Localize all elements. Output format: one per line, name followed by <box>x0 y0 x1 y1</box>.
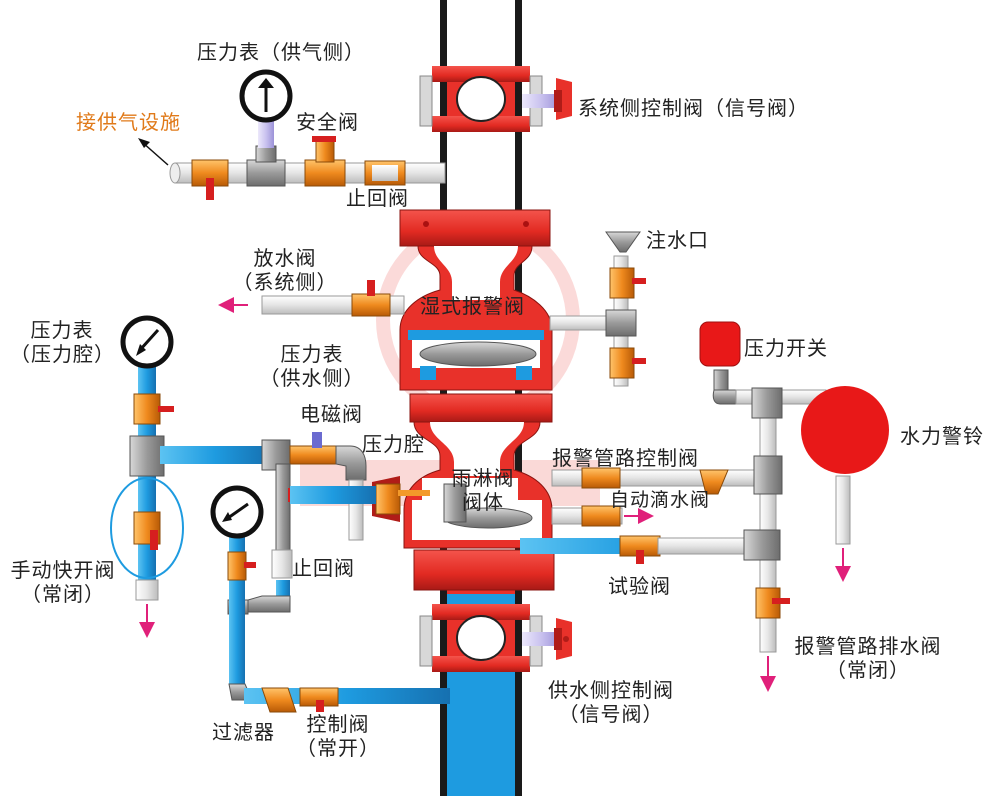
deluge-valve-body <box>403 421 555 591</box>
label-pressure-chamber: 压力腔 <box>362 432 425 456</box>
label-deluge-valve-line2: 阀体 <box>462 490 504 514</box>
wet-alarm-valve-body <box>399 209 553 423</box>
label-deluge-valve-line1: 雨淋阀 <box>451 466 515 490</box>
label-wet-alarm-valve: 湿式报警阀 <box>420 294 525 318</box>
label-control-valve-line2: （常开） <box>296 736 380 760</box>
label-alarm-line-drain: 报警管路排水阀 （常闭） <box>778 634 958 682</box>
label-manual-quick-open-line1: 手动快开阀 <box>10 558 116 582</box>
label-supply-side-control: 供水侧控制阀 （信号阀） <box>536 678 686 726</box>
arrow-icon <box>138 138 169 166</box>
label-safety-valve: 安全阀 <box>296 110 359 134</box>
label-connect-air-supply: 接供气设施 <box>76 110 181 134</box>
alarm-line <box>520 369 851 692</box>
left-control-loop <box>110 362 450 713</box>
label-test-valve: 试验阀 <box>608 574 671 598</box>
label-alarm-line-drain-line2: （常闭） <box>826 658 910 682</box>
label-gauge-supply-water-line1: 压力表 <box>280 342 344 366</box>
label-pressure-switch: 压力开关 <box>744 336 828 360</box>
label-drain-valve: 放水阀 （系统侧） <box>230 246 340 294</box>
bell-icon <box>801 386 889 474</box>
system-side-control-valve <box>419 66 572 132</box>
label-supply-side-control-line2: （信号阀） <box>558 702 664 726</box>
label-alarm-line-control-valve: 报警管路控制阀 <box>552 446 699 470</box>
label-gauge-supply-air: 压力表（供气侧） <box>197 40 365 64</box>
label-check-valve-top: 止回阀 <box>346 186 409 210</box>
label-manual-quick-open: 手动快开阀 （常闭） <box>0 558 126 606</box>
gauge-icon <box>239 69 293 123</box>
label-gauge-chamber-line1: 压力表 <box>30 318 94 342</box>
label-alarm-line-drain-line1: 报警管路排水阀 <box>794 634 942 658</box>
label-control-valve-line1: 控制阀 <box>306 712 370 736</box>
drain-valve-system-side <box>218 280 405 317</box>
label-gauge-chamber-line2: （压力腔） <box>10 342 115 366</box>
label-solenoid-valve: 电磁阀 <box>300 402 363 426</box>
handwheel-icon <box>563 636 569 642</box>
label-drain-valve-line2: （系统侧） <box>232 270 338 294</box>
label-water-inlet: 注水口 <box>646 228 709 252</box>
supply-side-control-valve <box>419 604 572 672</box>
pressure-chamber <box>372 476 430 522</box>
label-drain-valve-line1: 放水阀 <box>253 246 317 270</box>
label-auto-drip-valve: 自动滴水阀 <box>610 489 711 511</box>
label-check-valve-bottom: 止回阀 <box>292 556 355 580</box>
label-supply-side-control-line1: 供水侧控制阀 <box>548 678 674 702</box>
water-inlet-line <box>549 255 646 387</box>
air-supply-line <box>169 112 446 200</box>
label-strainer: 过滤器 <box>212 720 275 744</box>
label-system-side-control-valve: 系统侧控制阀（信号阀） <box>578 96 809 120</box>
label-manual-quick-open-line2: （常闭） <box>21 582 105 606</box>
label-gauge-supply-water-line2: （供水侧） <box>259 366 365 390</box>
label-control-valve: 控制阀 （常开） <box>296 712 380 760</box>
gauge-icon <box>210 485 264 539</box>
pressure-switch-icon <box>699 321 741 367</box>
gauge-icon <box>120 315 174 369</box>
label-gauge-chamber: 压力表 （压力腔） <box>10 318 114 366</box>
label-water-motor-gong: 水力警铃 <box>900 424 984 448</box>
label-gauge-supply-water: 压力表 （供水侧） <box>256 342 368 390</box>
funnel-icon <box>605 231 641 253</box>
label-deluge-valve: 雨淋阀 阀体 <box>440 466 526 514</box>
